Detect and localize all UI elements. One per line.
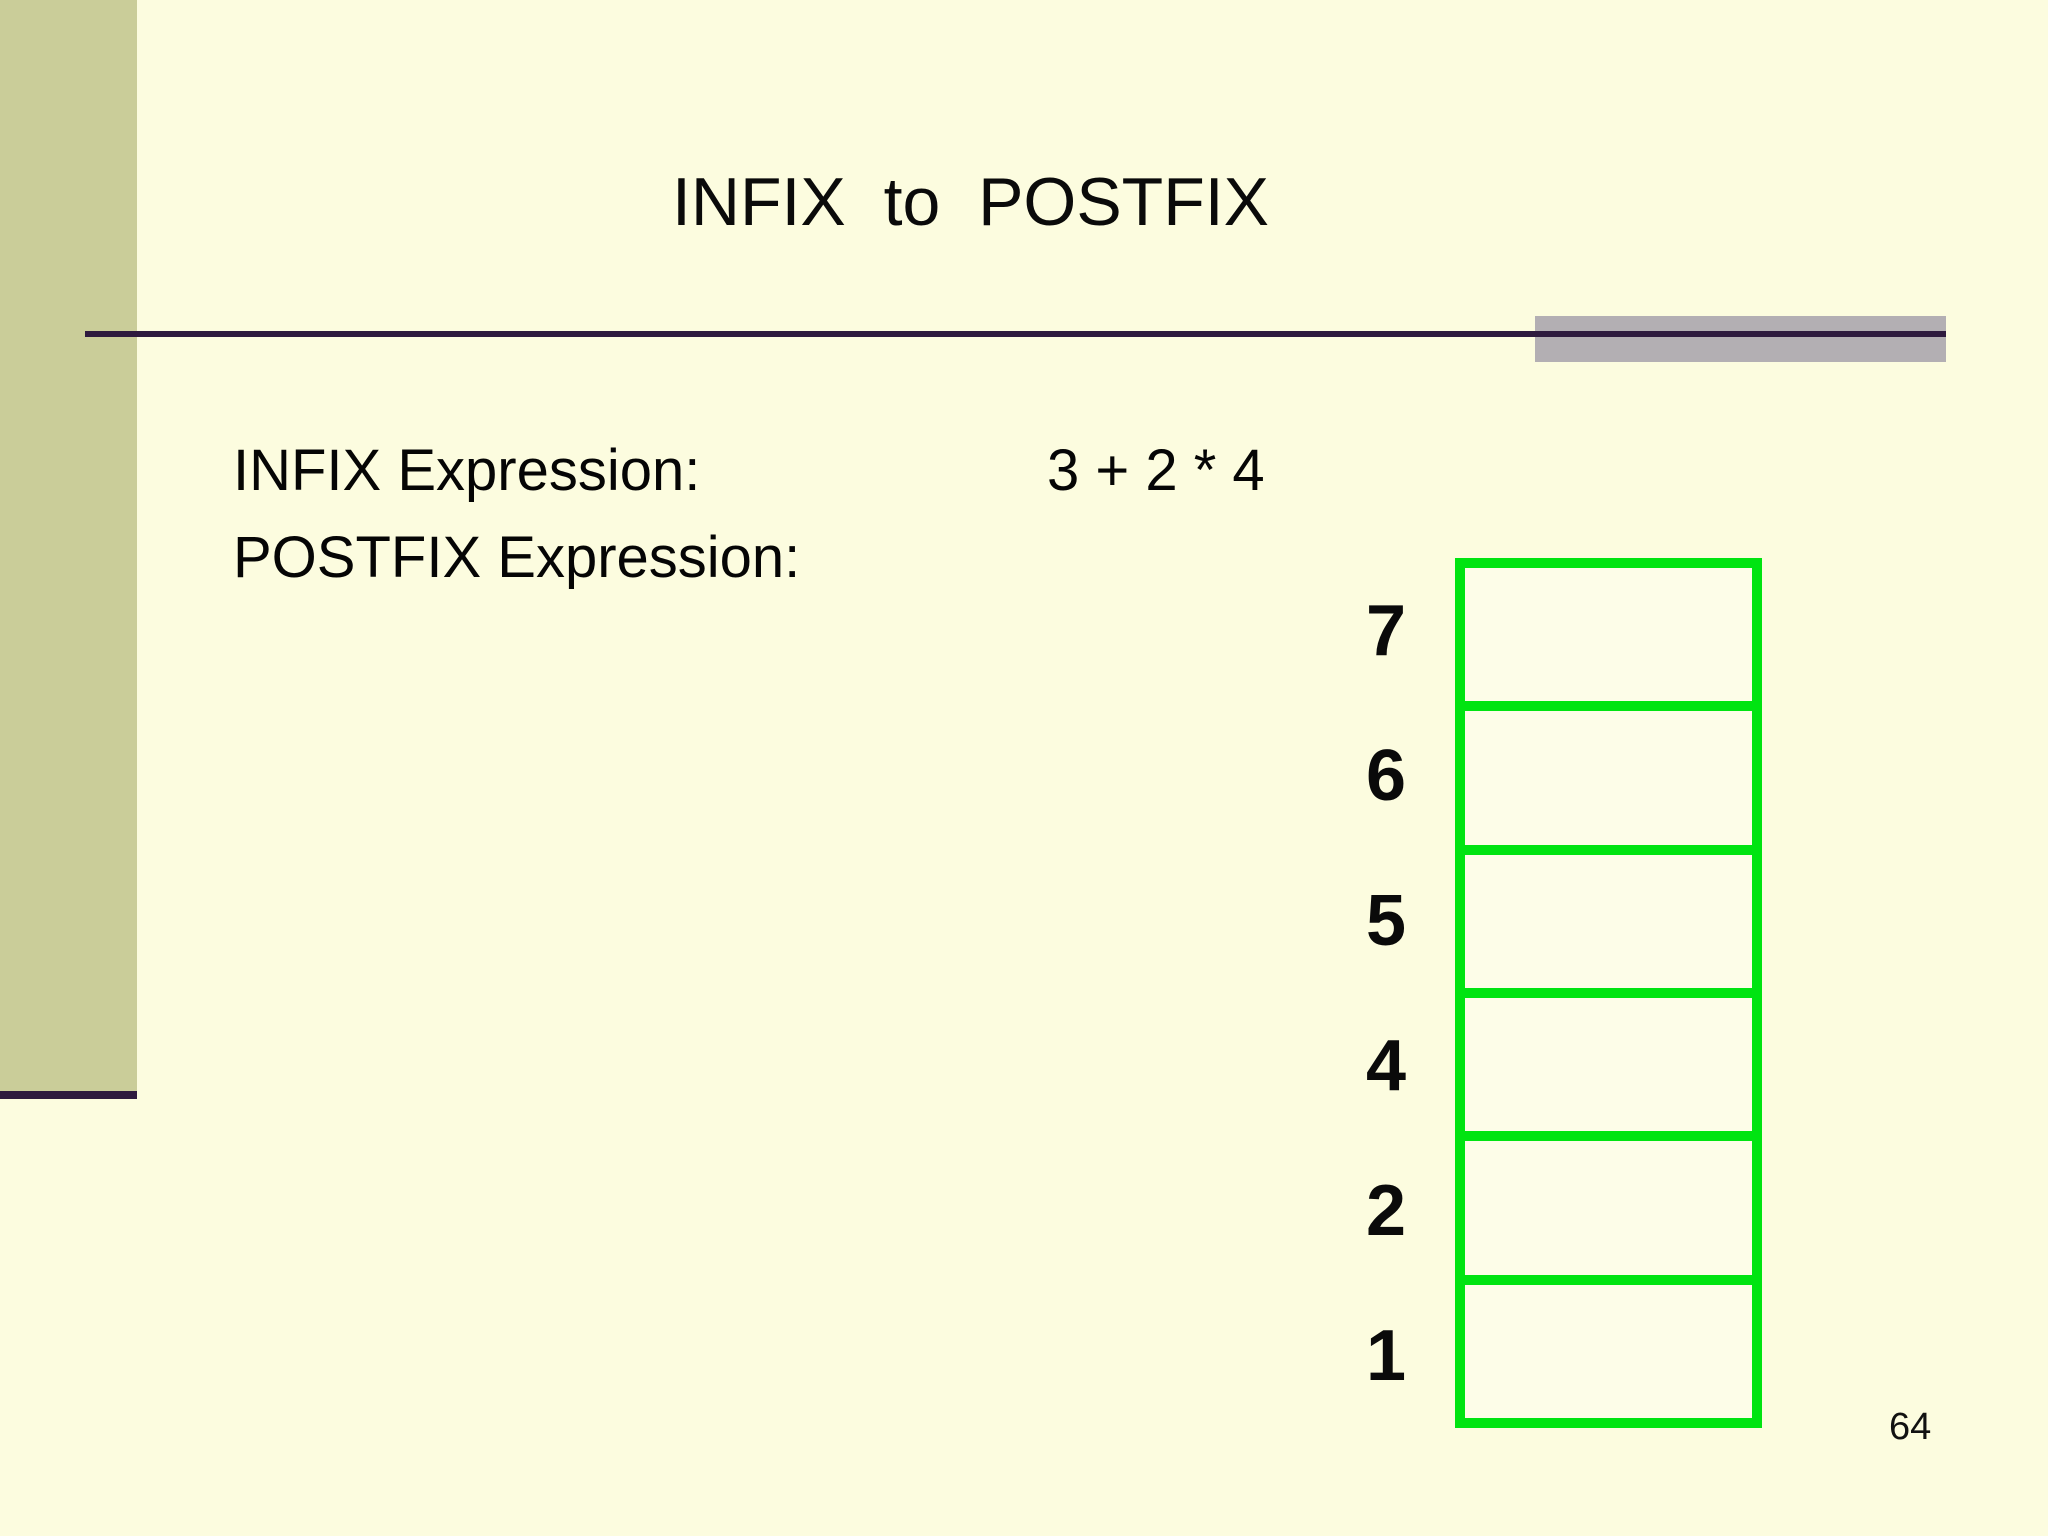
stack-index-label: 2: [1365, 1170, 1406, 1251]
stack-cell: [1465, 711, 1752, 855]
stack-cell: [1465, 1284, 1752, 1418]
sidebar-accent-bar: [0, 0, 137, 1091]
stack-cell: [1465, 568, 1752, 712]
stack-cell: [1465, 854, 1752, 998]
stack-index-label: 7: [1365, 590, 1406, 671]
infix-expression-label: INFIX Expression:: [233, 438, 701, 503]
postfix-expression-label: POSTFIX Expression:: [233, 525, 801, 590]
stack-index-label: 5: [1365, 880, 1406, 961]
stack-diagram: [1455, 558, 1762, 1428]
stack-cell: [1465, 997, 1752, 1142]
stack-index-label: 1: [1365, 1315, 1406, 1396]
page-number: 64: [1889, 1406, 1932, 1448]
stack-index-label: 4: [1365, 1025, 1406, 1106]
sidebar-accent-underline: [0, 1091, 137, 1099]
title-divider-line: [85, 331, 1946, 337]
slide-title: INFIX to POSTFIX: [672, 164, 1269, 240]
stack-index-labels: 7 6 5 4 2 1: [1300, 558, 1410, 1428]
stack-index-label: 6: [1365, 735, 1406, 816]
stack-cell: [1465, 1141, 1752, 1285]
infix-expression-value: 3 + 2 * 4: [1047, 438, 1265, 503]
title-divider-gray-cap: [1535, 316, 1946, 362]
